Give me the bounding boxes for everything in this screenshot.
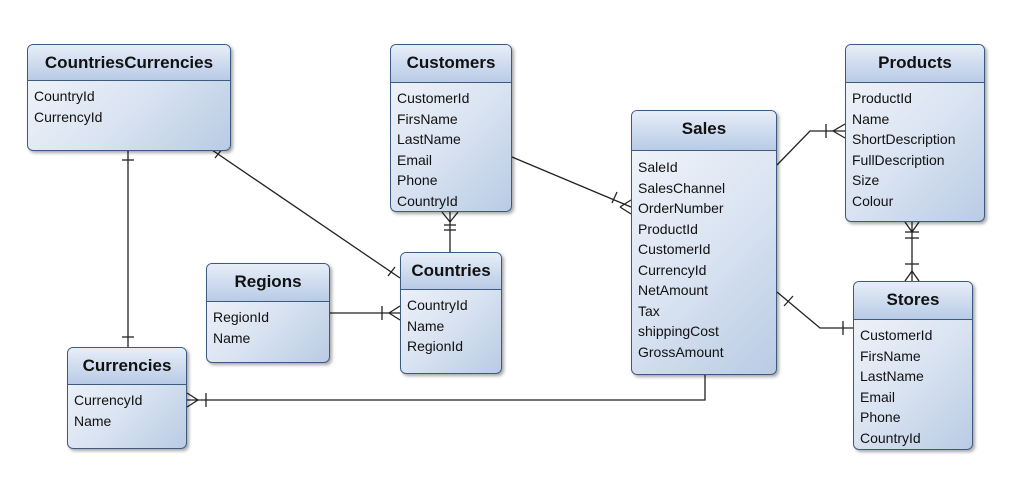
field-grossamount: GrossAmount: [638, 343, 724, 360]
relationship-countriescurrencies-countries: [211, 147, 401, 279]
relationship-regions-countries: [330, 305, 401, 321]
entity-countries[interactable]: Countries CountryId Name RegionId: [400, 252, 502, 374]
field-tax: Tax: [638, 302, 660, 319]
entity-title: Sales: [632, 111, 776, 151]
field-countryid: CountryId: [407, 297, 468, 313]
entity-title: Countries: [401, 253, 501, 290]
field-name: Name: [852, 110, 890, 127]
entity-sales[interactable]: Sales SaleId SalesChannel OrderNumber Pr…: [631, 110, 777, 375]
entity-title: CountriesCurrencies: [28, 45, 230, 81]
field-firsname: FirsName: [860, 347, 921, 364]
field-countryid: CountryId: [860, 429, 921, 446]
field-lastname: LastName: [860, 368, 924, 384]
relationship-customers-countries: [441, 211, 459, 252]
field-name: Name: [213, 329, 251, 346]
field-email: Email: [397, 151, 433, 168]
field-colour: Colour: [852, 192, 894, 209]
field-name: Name: [74, 412, 112, 429]
field-saleid: SaleId: [638, 159, 678, 175]
entity-title: Stores: [854, 282, 972, 320]
field-productid: ProductId: [852, 90, 912, 106]
entity-currencies[interactable]: Currencies CurrencyId Name: [67, 347, 187, 449]
field-customerid: CustomerId: [638, 241, 711, 257]
entity-title: Currencies: [68, 348, 186, 385]
field-countryid: CountryId: [397, 192, 458, 209]
field-phone: Phone: [397, 172, 438, 188]
entity-title: Regions: [207, 264, 329, 302]
field-netamount: NetAmount: [638, 282, 709, 298]
relationship-countriescurrencies-currencies: [122, 151, 134, 347]
relationship-customers-sales: [511, 156, 632, 215]
field-ordernumber: OrderNumber: [638, 200, 724, 216]
field-regionid: RegionId: [213, 309, 270, 325]
entity-countries-currencies[interactable]: CountriesCurrencies CountryId CurrencyId: [27, 44, 231, 151]
entity-title: Customers: [391, 45, 511, 83]
field-countryid: CountryId: [34, 88, 95, 104]
entity-stores[interactable]: Stores CustomerId FirsName LastName Emai…: [853, 281, 973, 450]
relationship-products-stores: [904, 221, 920, 282]
field-firsname: FirsName: [397, 110, 458, 127]
field-customerid: CustomerId: [860, 327, 933, 343]
field-phone: Phone: [860, 409, 901, 425]
entity-customers[interactable]: Customers CustomerId FirsName LastName E…: [390, 44, 512, 212]
relationship-sales-products: [776, 123, 846, 166]
field-productid: ProductId: [638, 220, 698, 237]
field-currencyid: CurrencyId: [74, 392, 143, 408]
field-name: Name: [407, 317, 445, 334]
field-size: Size: [852, 172, 880, 188]
field-saleschannel: SalesChannel: [638, 179, 726, 196]
field-shippingcost: shippingCost: [638, 323, 719, 339]
field-regionid: RegionId: [407, 338, 464, 354]
entity-products[interactable]: Products ProductId Name ShortDescription…: [845, 44, 985, 222]
field-shortdescription: ShortDescription: [852, 131, 956, 147]
relationship-sales-currencies: [186, 375, 706, 408]
relationship-sales-stores: [776, 291, 853, 335]
field-lastname: LastName: [397, 131, 461, 147]
field-fulldescription: FullDescription: [852, 151, 945, 168]
field-customerid: CustomerId: [397, 90, 470, 106]
entity-regions[interactable]: Regions RegionId Name: [206, 263, 330, 363]
field-currencyid: CurrencyId: [638, 261, 707, 278]
field-currencyid: CurrencyId: [34, 108, 103, 125]
field-email: Email: [860, 388, 896, 405]
entity-title: Products: [846, 45, 984, 83]
